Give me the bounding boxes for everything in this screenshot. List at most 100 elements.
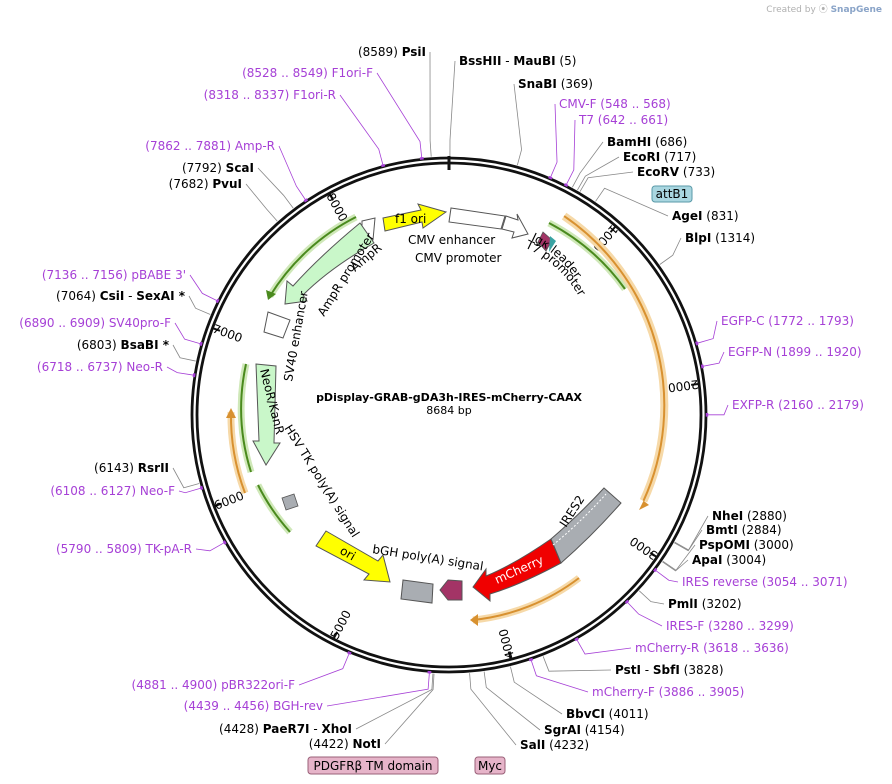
enzyme-site-nhei-part: (2880) <box>743 509 787 523</box>
position-tick-label: 6000 <box>212 489 246 513</box>
orf-ampr-arc <box>269 216 357 297</box>
primer-neo-r: (6718 .. 6737) Neo-R <box>37 360 163 374</box>
primer-mark-pbr322 <box>347 651 352 655</box>
enzyme-site-bsshii-part: BssHII <box>459 54 501 68</box>
leader-line <box>662 559 689 572</box>
leader-line <box>571 141 604 188</box>
orf-egfp-arc-halo <box>561 212 669 503</box>
snapgene-logo-icon: ⦿ <box>818 5 828 15</box>
feature-igk-leader-shape <box>537 231 553 252</box>
enzyme-site-bsabi-part: BsaBI * <box>121 338 170 352</box>
primer-mark-tk-pa-r <box>222 540 227 545</box>
leader-line <box>245 183 278 222</box>
credit-prefix: Created by <box>766 5 816 15</box>
leader-line <box>595 187 669 217</box>
feature-sv40-promoter-shape <box>263 311 291 339</box>
primer-mark-neo-r <box>192 373 196 378</box>
primer-mark-egfp-n <box>700 364 704 369</box>
enzyme-site-pspomi-part: PspOMI <box>699 538 750 552</box>
primer-exfp-r-part: (2160 .. 2179) <box>774 398 864 412</box>
enzyme-site-apai: ApaI (3004) <box>692 553 766 567</box>
primer-neo-r-part: (6718 .. 6737) <box>37 360 127 374</box>
leader-line <box>189 274 217 301</box>
leader-line <box>166 366 194 376</box>
orf-leader-arc <box>548 222 626 290</box>
primer-sv40pro-f-part: (6890 .. 6909) <box>19 316 109 330</box>
orf-arcs <box>226 212 669 626</box>
primer-ires-rev-part: (3054 .. 3071) <box>758 575 848 589</box>
enzyme-site-pvui-part: (7682) <box>169 177 213 191</box>
feature-label-bgh-polya: bGH poly(A) signal <box>372 542 485 573</box>
primer-amp-r: (7862 .. 7881) Amp-R <box>145 139 275 153</box>
enzyme-site-paer7i-part: PaeR7I <box>263 722 310 736</box>
enzyme-site-snabi-part: (369) <box>557 77 593 91</box>
leader-line <box>172 344 196 362</box>
enzyme-site-pspomi-part: (3000) <box>750 538 794 552</box>
primer-neo-r-part: Neo-R <box>126 360 163 374</box>
leader-line <box>542 656 612 672</box>
leader-line <box>550 103 558 177</box>
enzyme-site-pmli: PmlI (3202) <box>668 597 742 611</box>
enzyme-site-apai-part: (3004) <box>722 553 766 567</box>
enzyme-site-psii: (8589) PsiI <box>358 45 426 59</box>
primer-f1ori-r-part: F1ori-R <box>293 88 336 102</box>
enzyme-site-blpi-part: BlpI <box>685 231 711 245</box>
primer-ires-f: IRES-F (3280 .. 3299) <box>666 619 794 633</box>
leader-line <box>469 673 517 746</box>
primer-neo-f-part: (6108 .. 6127) <box>50 484 140 498</box>
primer-ires-f-part: (3280 .. 3299) <box>704 619 794 633</box>
orf-mcherry-arrowhead <box>470 614 478 626</box>
primer-neo-f-part: Neo-F <box>140 484 175 498</box>
enzyme-site-sgrai-part: SgrAI <box>544 723 581 737</box>
enzyme-site-csii-part: SexAI * <box>136 289 185 303</box>
enzyme-site-psti-part: - <box>641 663 653 677</box>
enzyme-site-noti-part: NotI <box>353 737 382 751</box>
enzyme-site-rsrii: (6143) RsrII <box>94 461 169 475</box>
enzyme-site-sali-part: SalI <box>520 738 545 752</box>
enzyme-site-pmli-part: PmlI <box>668 597 698 611</box>
enzyme-site-bmti: BmtI (2884) <box>706 523 782 537</box>
primer-site-marks <box>192 157 709 674</box>
primer-mark-neo-f <box>199 485 204 491</box>
orf-neor2-arc <box>257 484 291 533</box>
enzyme-site-agei-part: (831) <box>702 209 738 223</box>
primer-ires-rev: IRES reverse (3054 .. 3071) <box>682 575 848 589</box>
enzyme-site-csii-part: - <box>124 289 136 303</box>
myc-label: Myc <box>478 759 502 773</box>
primer-pbabe3-part: (7136 .. 7156) <box>42 268 132 282</box>
enzyme-site-bmti-part: (2884) <box>738 523 782 537</box>
position-tick <box>213 502 222 508</box>
leader-line <box>566 119 576 185</box>
attb1-box <box>651 185 693 203</box>
enzyme-site-ecorv-part: EcoRV <box>637 165 680 179</box>
primer-egfp-c-part: EGFP-C <box>721 314 764 328</box>
feature-mcherry-shape <box>472 538 562 603</box>
primer-mark-t7 <box>563 183 569 188</box>
leader-line <box>707 404 729 416</box>
enzyme-site-paer7i-part: XhoI <box>321 722 352 736</box>
feature-shapes <box>252 203 622 604</box>
leader-line <box>339 94 384 165</box>
primer-cmv-f: CMV-F (548 .. 568) <box>559 97 671 111</box>
leader-line <box>278 145 306 200</box>
position-tick-label: 3000 <box>627 534 660 563</box>
enzyme-site-paer7i-part: (4428) <box>219 722 263 736</box>
primer-f1ori-r-part: (8318 .. 8337) <box>204 88 294 102</box>
position-tick-label: 5000 <box>328 608 354 642</box>
enzyme-site-pvui: (7682) PvuI <box>169 177 242 191</box>
primer-ires-rev-part: IRES reverse <box>682 575 758 589</box>
enzyme-site-psii-part: PsiI <box>402 45 426 59</box>
enzyme-site-bamhi: BamHI (686) <box>607 135 687 149</box>
primer-amp-r-part: Amp-R <box>235 139 275 153</box>
leader-line <box>513 83 522 166</box>
enzyme-site-scai-part: ScaI <box>226 161 254 175</box>
enzyme-site-pvui-part: PvuI <box>212 177 242 191</box>
enzyme-site-bsshii: BssHII - MauBI (5) <box>459 54 576 68</box>
primer-tk-pa-r-part: TK-pA-R <box>145 542 193 556</box>
label-leaders <box>166 51 729 746</box>
primer-f1ori-f: (8528 .. 8549) F1ori-F <box>242 66 373 80</box>
enzyme-site-bsabi-part: (6803) <box>77 338 121 352</box>
feature-ires2-shape <box>550 487 622 564</box>
primer-f1ori-r: (8318 .. 8337) F1ori-R <box>204 88 336 102</box>
